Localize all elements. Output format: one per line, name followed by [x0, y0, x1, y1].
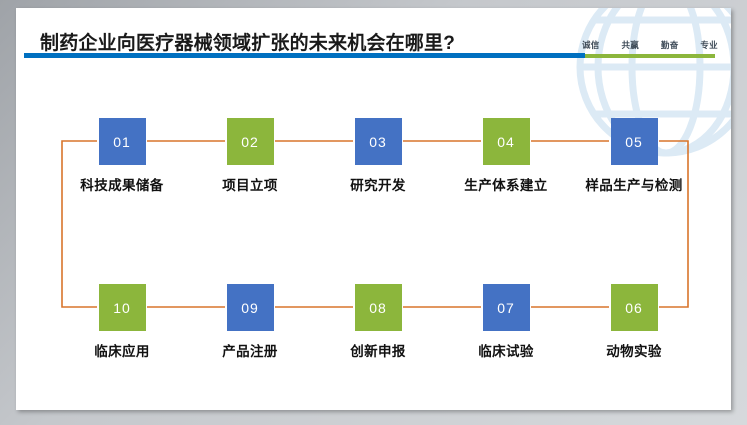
flow-node-04-number: 04 — [482, 118, 530, 165]
flow-node-09-number: 09 — [226, 284, 274, 331]
flow-node-10-number: 10 — [98, 284, 146, 331]
flow-node-07-number: 07 — [482, 284, 530, 331]
flow-node-04-label: 生产体系建立 — [464, 178, 548, 193]
flow-node-05-label: 样品生产与检测 — [585, 178, 683, 193]
flow-node-03[interactable]: 03 研究开发 — [318, 118, 438, 194]
flow-node-01-label: 科技成果储备 — [80, 178, 164, 193]
process-flow-diagram: 01 科技成果储备 02 项目立项 03 研究开发 04 生产体系建立 05 样… — [16, 8, 731, 410]
flow-node-10[interactable]: 10 临床应用 — [62, 284, 182, 360]
flow-node-03-number: 03 — [354, 118, 402, 165]
flow-node-02-number: 02 — [226, 118, 274, 165]
flow-node-06-number: 06 — [610, 284, 658, 331]
flow-node-05[interactable]: 05 样品生产与检测 — [574, 118, 694, 194]
flow-node-01[interactable]: 01 科技成果储备 — [62, 118, 182, 194]
flow-node-08[interactable]: 08 创新申报 — [318, 284, 438, 360]
flow-node-06[interactable]: 06 动物实验 — [574, 284, 694, 360]
flow-node-08-number: 08 — [354, 284, 402, 331]
page-title: 制药企业向医疗器械领域扩张的未来机会在哪里? — [40, 33, 456, 54]
presentation-slide: 制药企业向医疗器械领域扩张的未来机会在哪里? 诚信 共赢 勤奋 专业 — [16, 8, 731, 410]
slogan-group: 诚信 共赢 勤奋 专业 — [582, 39, 718, 51]
slogan-word-4: 专业 — [700, 40, 718, 50]
flow-node-07-label: 临床试验 — [478, 344, 534, 359]
flow-node-08-label: 创新申报 — [350, 344, 406, 359]
flow-node-05-number: 05 — [610, 118, 658, 165]
flow-node-03-label: 研究开发 — [350, 178, 406, 193]
flow-node-04[interactable]: 04 生产体系建立 — [446, 118, 566, 194]
flow-node-01-number: 01 — [98, 118, 146, 165]
flow-node-06-label: 动物实验 — [606, 344, 662, 359]
slogan-word-1: 诚信 — [582, 40, 600, 50]
title-rule-blue — [24, 53, 585, 58]
slogan-word-3: 勤奋 — [660, 40, 679, 50]
flow-node-02[interactable]: 02 项目立项 — [190, 118, 310, 194]
flow-node-02-label: 项目立项 — [222, 178, 278, 193]
flow-node-07[interactable]: 07 临床试验 — [446, 284, 566, 360]
title-rule-green — [585, 54, 715, 58]
flow-node-09-label: 产品注册 — [222, 344, 278, 359]
flow-node-09[interactable]: 09 产品注册 — [190, 284, 310, 360]
slogan-word-2: 共赢 — [621, 40, 640, 50]
flow-connectors — [61, 140, 689, 308]
flow-node-10-label: 临床应用 — [94, 344, 150, 359]
